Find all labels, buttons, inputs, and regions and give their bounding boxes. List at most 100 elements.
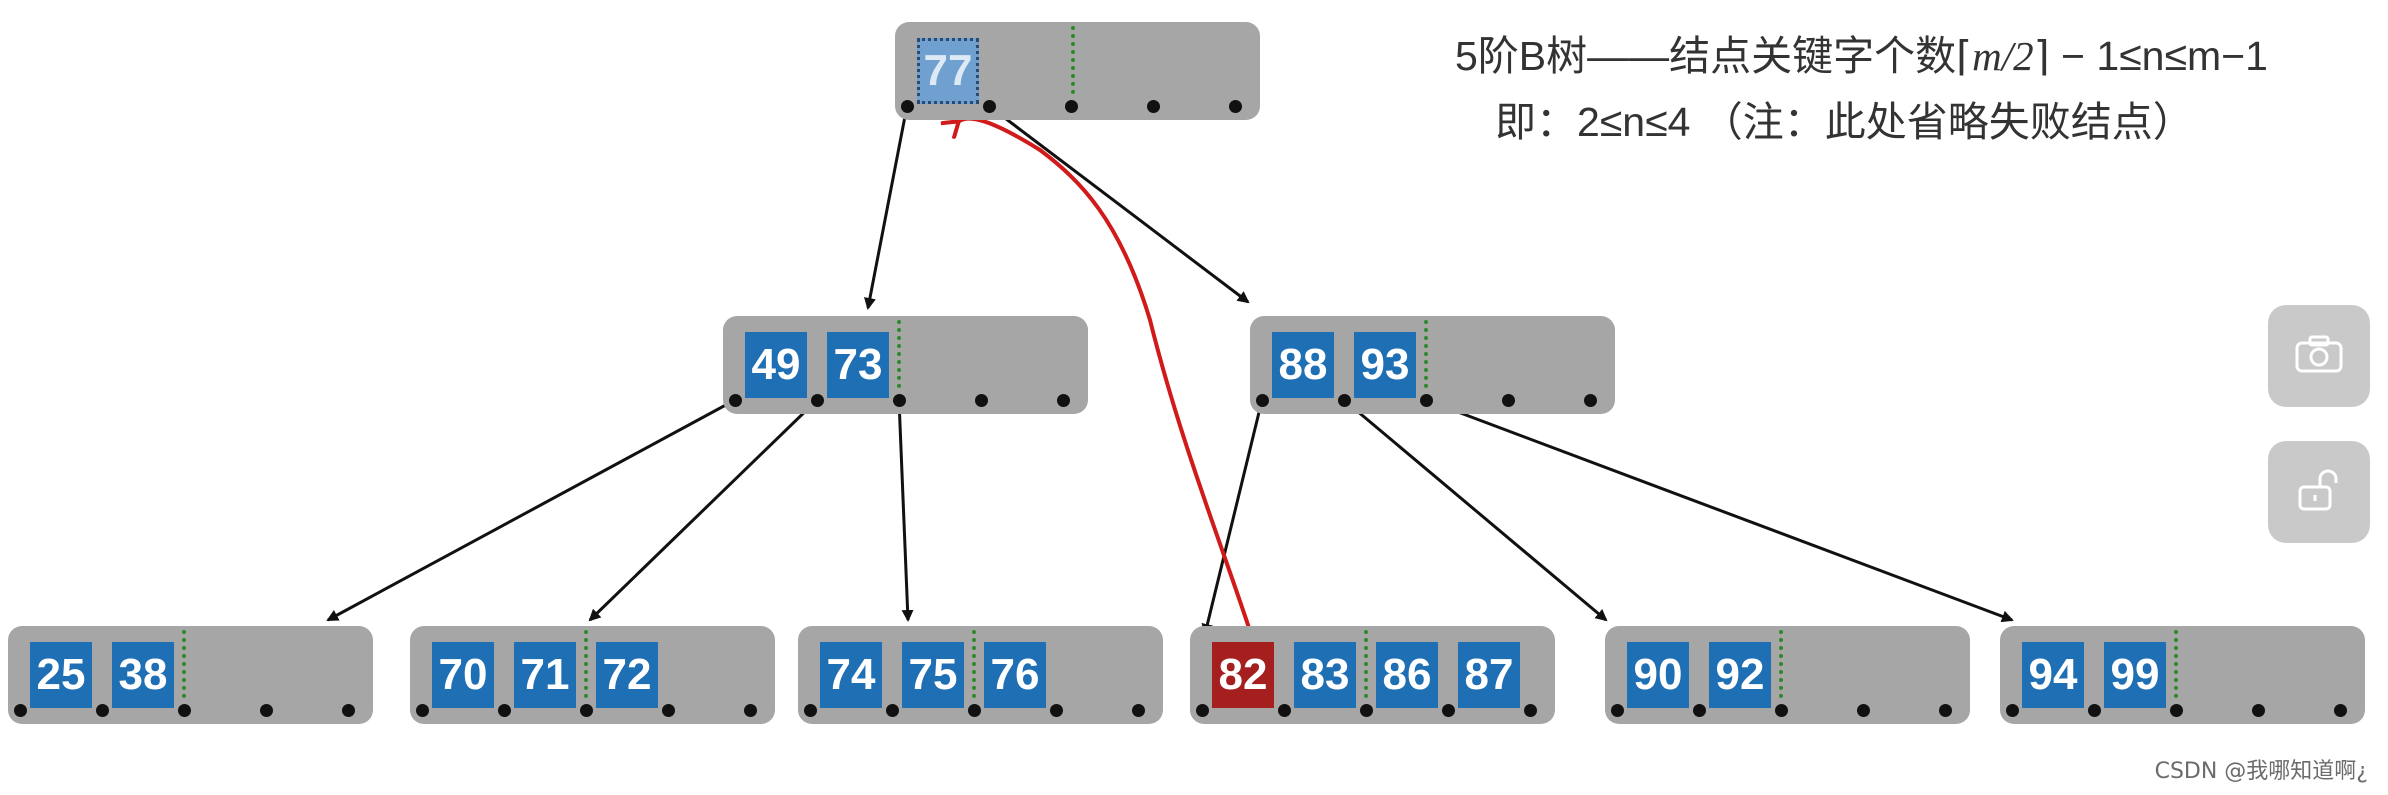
watermark: CSDN @我哪知道啊¿ (2154, 759, 2368, 784)
key-75: 75 (902, 642, 964, 708)
pointer-dot (1775, 704, 1788, 717)
pointer-dot (416, 704, 429, 717)
pointer-dot (1693, 704, 1706, 717)
node-separator (584, 630, 588, 698)
node-separator (182, 630, 186, 698)
key-88: 88 (1272, 332, 1334, 398)
node-separator (1071, 26, 1075, 94)
pointer-dot (1132, 704, 1145, 717)
caption-line-1: 5阶B树——结点关键字个数⌈m/2⌉ − 1≤n≤m−1 (1455, 22, 2268, 82)
pointer-dot (811, 394, 824, 407)
caption-line-2: 即：2≤n≤4 （注：此处省略失败结点） (1495, 99, 2194, 145)
node-separator (897, 320, 901, 388)
key-72: 72 (596, 642, 658, 708)
key-70: 70 (432, 642, 494, 708)
root-node: 77 (895, 22, 1260, 120)
pointer-dot (1584, 394, 1597, 407)
pointer-dot (968, 704, 981, 717)
pointer-dot (1857, 704, 1870, 717)
pointer-dot (1147, 100, 1160, 113)
key-86: 86 (1376, 642, 1438, 708)
pointer-dot (662, 704, 675, 717)
pointer-dot (580, 704, 593, 717)
child-pointer-arrow (864, 105, 909, 310)
pointer-dot (1442, 704, 1455, 717)
child-pointer-arrow (1425, 398, 2014, 623)
pointer-dot (1278, 704, 1291, 717)
pointer-dot (1229, 100, 1242, 113)
node-separator (972, 630, 976, 698)
key-83: 83 (1294, 642, 1356, 708)
unlock-icon (2296, 467, 2342, 518)
caption-prefix: 5阶B树——结点关键字个数 (1455, 33, 1957, 79)
pointer-dot (1050, 704, 1063, 717)
pointer-dot (498, 704, 511, 717)
move-up-annotation-arrow (958, 116, 1251, 629)
key-76: 76 (984, 642, 1046, 708)
pointer-dot (1420, 394, 1433, 407)
pointer-dot (342, 704, 355, 717)
leaf-node: 94 99 (2000, 626, 2365, 724)
camera-icon (2294, 334, 2344, 379)
node-separator (2174, 630, 2178, 698)
node-separator (1364, 630, 1368, 698)
key-99: 99 (2104, 642, 2166, 708)
pointer-dot (983, 100, 996, 113)
pointer-dot (1338, 394, 1351, 407)
pointer-dot (886, 704, 899, 717)
pointer-dot (2334, 704, 2347, 717)
pointer-dot (2088, 704, 2101, 717)
pointer-dot (893, 394, 906, 407)
pointer-dot (14, 704, 27, 717)
child-pointer-arrow (588, 398, 819, 622)
screenshot-button[interactable] (2268, 305, 2370, 407)
pointer-dot (729, 394, 742, 407)
child-pointer-arrow (326, 398, 736, 622)
key-94: 94 (2022, 642, 2084, 708)
ceil-close: ⌉ (2033, 33, 2050, 79)
pointer-dot (744, 704, 757, 717)
pointer-dot (2170, 704, 2183, 717)
pointer-dot (975, 394, 988, 407)
key-87: 87 (1458, 642, 1520, 708)
child-pointer-arrow (897, 399, 914, 622)
node-separator (1424, 320, 1428, 388)
leaf-node: 25 38 (8, 626, 373, 724)
pointer-dot (2252, 704, 2265, 717)
key-74: 74 (820, 642, 882, 708)
pointer-dot (1057, 394, 1070, 407)
pointer-dot (1939, 704, 1952, 717)
pointer-dot (1360, 704, 1373, 717)
key-92: 92 (1709, 642, 1771, 708)
child-pointer-arrow (1201, 399, 1264, 636)
key-71: 71 (514, 642, 576, 708)
caption-suffix: − 1≤n≤m−1 (2049, 33, 2268, 79)
pointer-dot (1524, 704, 1537, 717)
leaf-node: 74 75 76 (798, 626, 1163, 724)
child-pointer-arrow (988, 104, 1250, 304)
key-73: 73 (827, 332, 889, 398)
pointer-dot (1196, 704, 1209, 717)
pointer-dot (178, 704, 191, 717)
pointer-dot (96, 704, 109, 717)
pointer-dot (804, 704, 817, 717)
lock-toggle-button[interactable] (2268, 441, 2370, 543)
pointer-dot (1065, 100, 1078, 113)
key-77: 77 (917, 38, 979, 104)
pointer-dot (1256, 394, 1269, 407)
pointer-dot (1502, 394, 1515, 407)
pointer-dot (2006, 704, 2019, 717)
pointer-dot (901, 100, 914, 113)
child-pointer-arrow (1343, 398, 1608, 622)
leaf-node: 70 71 72 (410, 626, 775, 724)
caption-math: m/2 (1972, 33, 2034, 79)
ceil-open: ⌈ (1956, 33, 1973, 79)
key-25: 25 (30, 642, 92, 708)
key-38: 38 (112, 642, 174, 708)
node-separator (1779, 630, 1783, 698)
